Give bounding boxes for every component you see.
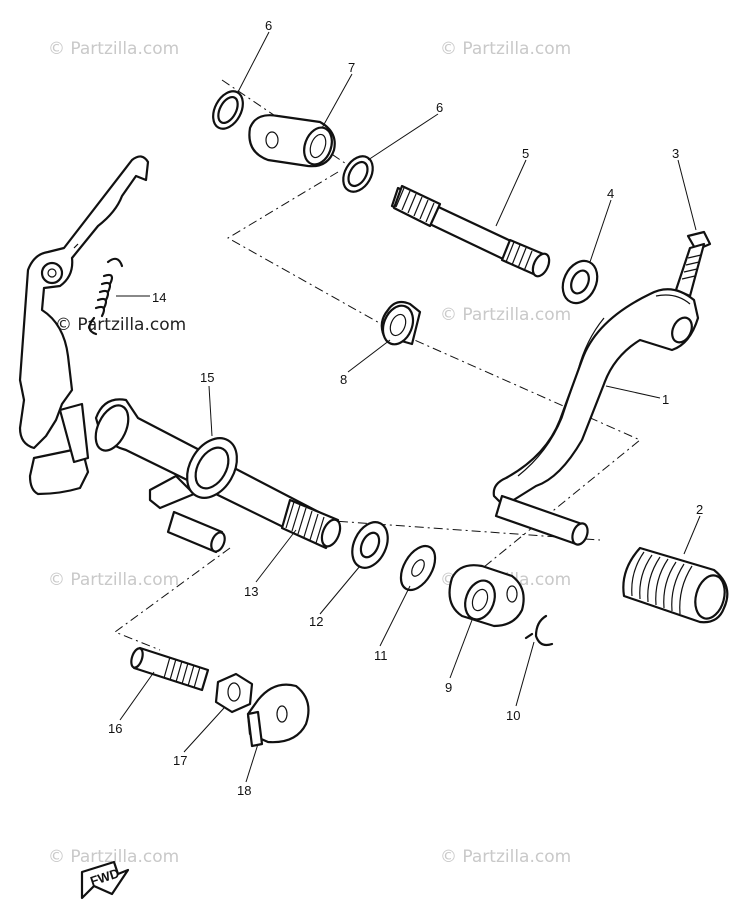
watermark-layer: © Partzilla.com © Partzilla.com © Partzi…: [48, 39, 571, 867]
callout-16: 16: [108, 721, 122, 736]
bushing-8: [380, 300, 422, 346]
callout-labels: 6 7 6 5 4 3 1 2 8 14 15 13 12 11 9 10 16…: [108, 18, 703, 798]
fwd-direction-arrow: FWD: [80, 860, 130, 900]
lock-plate-18: [246, 683, 310, 748]
watermark: © Partzilla.com: [48, 39, 179, 59]
stud-bolt-16: [130, 646, 210, 692]
watermark: © Partzilla.com: [440, 847, 571, 867]
leader-lines: [116, 31, 701, 783]
o-ring-6-middle: [342, 155, 374, 193]
shift-arm-plate: [18, 155, 150, 496]
callout-4: 4: [607, 186, 614, 201]
oil-seal-4: [561, 259, 599, 305]
foot-rubber-2: [622, 546, 729, 624]
callout-10: 10: [506, 708, 520, 723]
callout-1: 1: [662, 392, 669, 407]
watermark: © Partzilla.com: [48, 847, 179, 867]
callout-8: 8: [340, 372, 347, 387]
callout-18: 18: [237, 783, 251, 798]
collar-7: [248, 114, 336, 168]
callout-2: 2: [696, 502, 703, 517]
watermark: © Partzilla.com: [55, 315, 186, 335]
callout-5: 5: [522, 146, 529, 161]
shaft-5: [390, 184, 551, 278]
assembly-lines: [113, 79, 641, 651]
seal-washer-15: [186, 437, 238, 499]
watermark: © Partzilla.com: [48, 570, 179, 590]
callout-11: 11: [374, 648, 388, 663]
nut-17: [214, 672, 254, 714]
bolt-3: [674, 230, 712, 298]
watermark: © Partzilla.com: [440, 39, 571, 59]
shift-pedal-1: [492, 288, 700, 546]
callout-13: 13: [244, 584, 258, 599]
callout-17: 17: [173, 753, 187, 768]
callout-6-middle: 6: [436, 100, 443, 115]
callout-14: 14: [152, 290, 166, 305]
callout-7: 7: [348, 60, 355, 75]
return-spring-14: [88, 257, 124, 336]
circlip-10: [524, 614, 554, 647]
oil-seal-12: [351, 521, 389, 569]
o-ring-6-top: [212, 90, 244, 130]
callout-9: 9: [445, 680, 452, 695]
callout-15: 15: [200, 370, 214, 385]
washer-11: [399, 544, 437, 592]
callout-3: 3: [672, 146, 679, 161]
pedal-boss-9: [448, 564, 525, 628]
watermark: © Partzilla.com: [440, 305, 571, 325]
callout-6-top: 6: [265, 18, 272, 33]
callout-12: 12: [309, 614, 323, 629]
